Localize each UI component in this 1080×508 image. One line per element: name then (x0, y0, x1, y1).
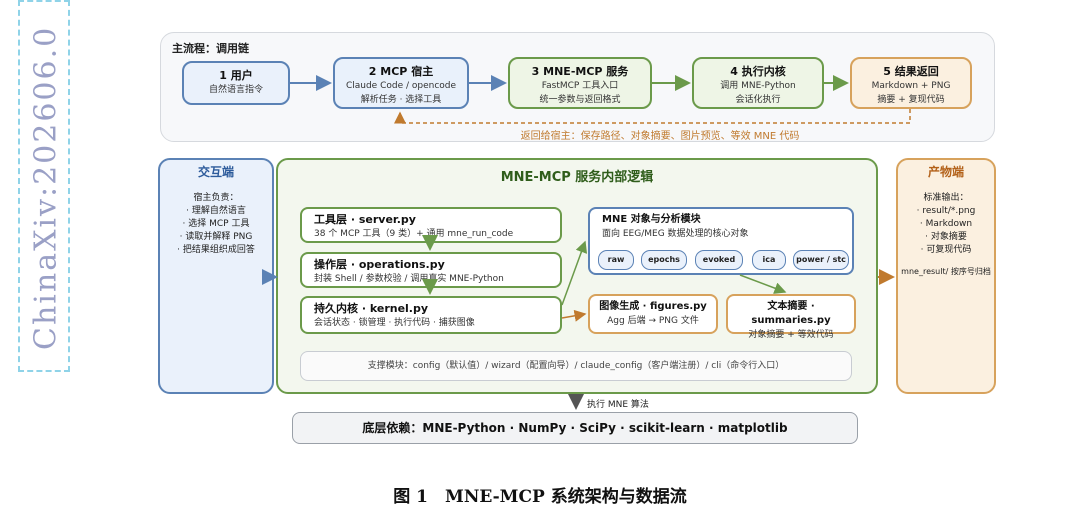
step-mne-mcp-service: 3 MNE-MCP 服务 FastMCP 工具入口 统一参数与返回格式 (508, 57, 652, 109)
mne-module-title: MNE 对象与分析模块 (602, 214, 701, 225)
layer-desc: 38 个 MCP 工具（9 类）+ 通用 mne_run_code (314, 229, 514, 239)
outputs-panel: 产物端 标准输出： · result/*.png · Markdown · 对象… (896, 158, 996, 394)
arrow-kernel-figures (561, 309, 587, 322)
mne-module-desc: 面向 EEG/MEG 数据处理的核心对象 (602, 229, 749, 239)
return-label: 返回给宿主：保存路径、对象摘要、图片预览、等效 MNE 代码 (520, 131, 800, 142)
summaries-box: 文本摘要 · summaries.py 对象摘要 + 等效代码 (726, 294, 856, 340)
outputs-line: · 对象摘要 (925, 232, 967, 242)
interaction-line: · 选择 MCP 工具 (182, 219, 250, 229)
interaction-line: · 读取并解释 PNG (179, 232, 253, 242)
interaction-line: 宿主负责： (193, 193, 239, 203)
interaction-panel: 交互端 宿主负责： · 理解自然语言 · 选择 MCP 工具 · 读取并解释 P… (158, 158, 274, 394)
interaction-line: · 理解自然语言 (186, 206, 246, 216)
step-title: 2 MCP 宿主 (368, 65, 434, 78)
service-title: MNE-MCP 服务内部逻辑 (500, 170, 654, 185)
layer-tools: 工具层 · server.py 38 个 MCP 工具（9 类）+ 通用 mne… (300, 207, 562, 243)
step-desc: FastMCP 工具入口 统一参数与返回格式 (539, 81, 621, 105)
summaries-title: 文本摘要 · summaries.py (751, 301, 831, 326)
arrow-mne-summaries (739, 274, 787, 294)
outputs-line: · 可复现代码 (920, 245, 972, 255)
layer-kernel: 持久内核 · kernel.py 会话状态 · 锁管理 · 执行代码 · 捕获图… (300, 296, 562, 334)
outputs-title: 产物端 (927, 165, 964, 179)
support-modules: 支撑模块：config（默认值）/ wizard（配置向导）/ claude_c… (300, 351, 852, 381)
step-desc: Claude Code / opencode 解析任务 · 选择工具 (345, 81, 457, 105)
chip-evoked: evoked (695, 250, 743, 270)
step-desc: 调用 MNE-Python 会话化执行 (720, 81, 796, 105)
figures-box: 图像生成 · figures.py Agg 后端 → PNG 文件 (588, 294, 718, 334)
figures-desc: Agg 后端 → PNG 文件 (607, 316, 699, 326)
step-title: 4 执行内核 (730, 65, 786, 78)
layer-desc: 封装 Shell / 参数校验 / 调用真实 MNE-Python (314, 274, 504, 284)
figure-caption: 图 1 MNE-MCP 系统架构与数据流 (393, 487, 687, 507)
step-mcp-host: 2 MCP 宿主 Claude Code / opencode 解析任务 · 选… (333, 57, 469, 109)
interaction-line: · 把结果组织成回答 (177, 245, 255, 255)
chip-ica: ica (752, 250, 786, 270)
layer-title: 操作层 · operations.py (314, 258, 445, 271)
layer-operations: 操作层 · operations.py 封装 Shell / 参数校验 / 调用… (300, 252, 562, 288)
chip-raw: raw (598, 250, 634, 270)
watermark-frame: ChinaXiv:202606.0 (18, 0, 70, 372)
figures-title: 图像生成 · figures.py (599, 301, 707, 312)
step-result-return: 5 结果返回 Markdown + PNG 摘要 + 复现代码 (850, 57, 972, 109)
step-desc: Markdown + PNG 摘要 + 复现代码 (871, 81, 951, 105)
layer-title: 持久内核 · kernel.py (314, 302, 429, 315)
step-desc: 自然语言指令 (208, 85, 263, 95)
return-dashed-path (394, 109, 911, 124)
outputs-line: · Markdown (919, 219, 973, 229)
main-flow-title: 主流程：调用链 (172, 42, 249, 55)
execute-label: 执行 MNE 算法 (587, 400, 649, 410)
step-title: 5 结果返回 (883, 65, 939, 78)
arrow-kernel-mne (561, 240, 588, 306)
chip-epochs: epochs (641, 250, 687, 270)
summaries-desc: 对象摘要 + 等效代码 (748, 330, 834, 340)
step-user: 1 用户 自然语言指令 (182, 61, 290, 105)
interaction-title: 交互端 (197, 165, 234, 179)
layer-title: 工具层 · server.py (314, 213, 416, 226)
step-exec-kernel: 4 执行内核 调用 MNE-Python 会话化执行 (692, 57, 824, 109)
dependencies-bar: 底层依赖：MNE-Python · NumPy · SciPy · scikit… (292, 412, 858, 444)
outputs-note: mne_result/ 按序号归档 (901, 267, 991, 276)
layer-desc: 会话状态 · 锁管理 · 执行代码 · 捕获图像 (314, 318, 475, 328)
chip-power-stc: power / stc (793, 250, 849, 270)
outputs-line: · result/*.png (916, 206, 976, 216)
step-title: 1 用户 (219, 69, 253, 82)
outputs-line: 标准输出： (923, 193, 969, 203)
step-title: 3 MNE-MCP 服务 (531, 65, 629, 78)
